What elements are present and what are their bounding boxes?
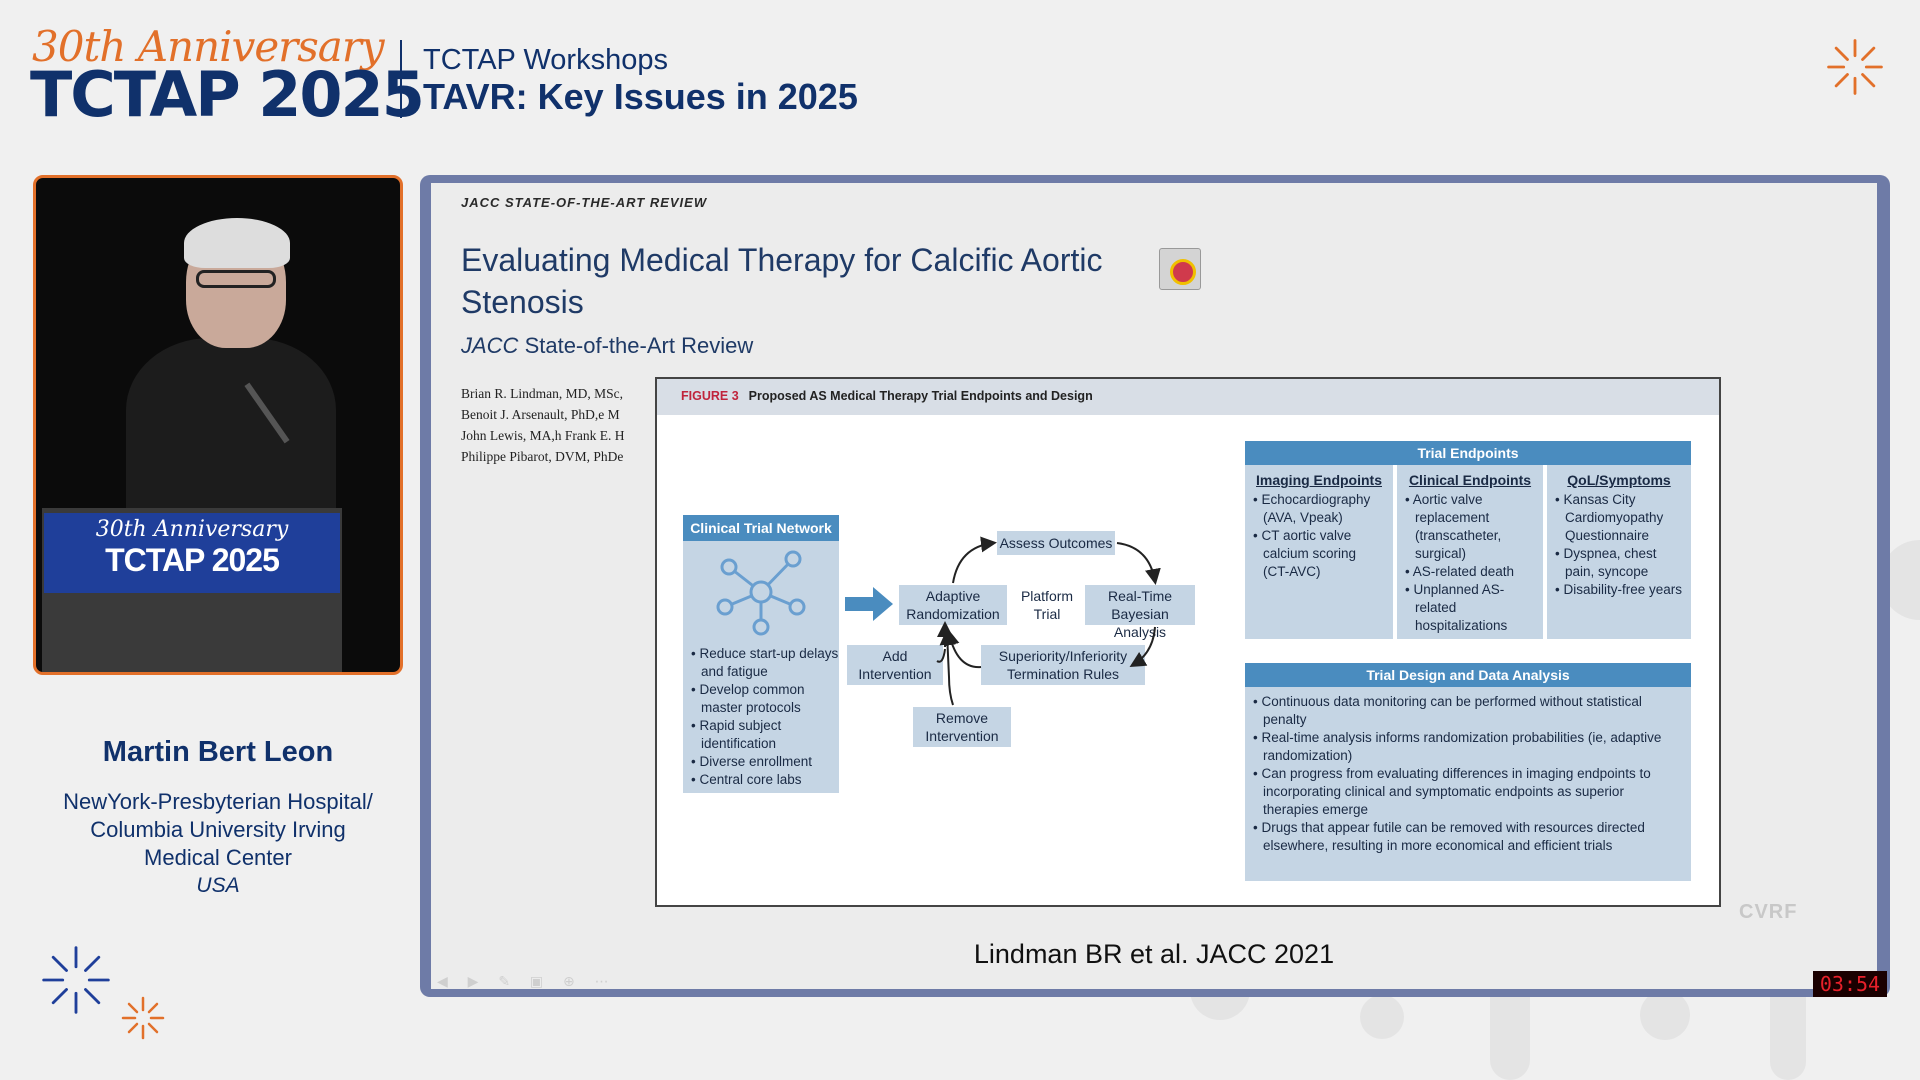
- speaker-name: Martin Bert Leon: [102, 736, 334, 768]
- session-title: TAVR: Key Issues in 2025: [423, 76, 858, 117]
- cvrf-watermark: CVRF: [1739, 901, 1798, 923]
- presentation-slide: JACC STATE-OF-THE-ART REVIEW Evaluating …: [431, 183, 1877, 989]
- presentation-timer: 03:54: [1813, 971, 1887, 997]
- figure-caption: Proposed AS Medical Therapy Trial Endpoi…: [748, 389, 1093, 403]
- list-item: • Can progress from evaluating differenc…: [1253, 766, 1651, 817]
- list-item: • Continuous data monitoring can be perf…: [1253, 694, 1642, 727]
- author-line: Benoit J. Arsenault, PhD,e M: [461, 407, 620, 422]
- column-heading: Imaging Endpoints: [1256, 472, 1382, 488]
- subtitle-journal: JACC: [461, 333, 519, 358]
- subtitle-rest: State-of-the-Art Review: [518, 333, 754, 358]
- endpoints-title: Trial Endpoints: [1245, 441, 1691, 465]
- list-item: • Disability-free years: [1555, 582, 1683, 597]
- list-item: • Real-time analysis informs randomizati…: [1253, 730, 1662, 763]
- list-item: • Drugs that appear futile can be remove…: [1253, 820, 1645, 853]
- session-type: TCTAP Workshops: [423, 44, 668, 76]
- podium-banner: 30th Anniversary TCTAP 2025: [44, 513, 340, 593]
- flow-arrows: [936, 536, 1161, 706]
- speaker-video: 30th Anniversary TCTAP 2025: [33, 175, 403, 675]
- design-title: Trial Design and Data Analysis: [1245, 663, 1691, 687]
- bg-decoration: [1640, 990, 1690, 1040]
- slide-title: Evaluating Medical Therapy for Calcific …: [461, 242, 1103, 320]
- column-heading: Clinical Endpoints: [1408, 472, 1532, 488]
- podium-event: TCTAP 2025: [105, 542, 280, 578]
- flow-add-intervention: Add Intervention: [847, 645, 943, 685]
- network-title: Clinical Trial Network: [683, 515, 839, 541]
- network-icon: [716, 550, 806, 636]
- figure-number: FIGURE 3: [681, 389, 739, 403]
- endpoint-column-clinical: Clinical Endpoints • Aortic valve replac…: [1397, 465, 1543, 639]
- citation: Lindman BR et al. JACC 2021: [973, 939, 1335, 969]
- arrow-right-icon: [845, 587, 893, 621]
- flow-realtime-analysis: Real-Time Bayesian Analysis: [1085, 585, 1195, 640]
- speaker-hair: [184, 218, 290, 268]
- list-item: • Echocardiography (AVA, Vpeak): [1253, 492, 1371, 525]
- flow-assess-outcomes: Assess Outcomes: [997, 531, 1115, 555]
- journal-kicker: JACC STATE-OF-THE-ART REVIEW: [461, 195, 708, 210]
- list-item: • Diverse enrollment: [691, 754, 813, 769]
- slide-controls[interactable]: ◀ ▶ ✎ ▣ ⊕ ⋯: [437, 973, 617, 989]
- author-line: Philippe Pibarot, DVM, PhDe: [461, 449, 624, 464]
- flow-adaptive-randomization: Adaptive Randomization: [899, 585, 1007, 625]
- affiliation-line: Columbia University Irving: [90, 817, 346, 842]
- design-box: • Continuous data monitoring can be perf…: [1245, 687, 1691, 881]
- list-item: • Central core labs: [691, 772, 802, 787]
- list-item: • Reduce start-up delays and fatigue: [691, 646, 839, 679]
- list-item: • Aortic valve replacement (transcathete…: [1405, 492, 1502, 561]
- author-list: Brian R. Lindman, MD, MSc, Benoit J. Ars…: [461, 383, 641, 467]
- speaker-glasses: [196, 270, 276, 288]
- list-item: • CT aortic valve calcium scoring (CT-AV…: [1253, 528, 1357, 579]
- event-logo: TCTAP 2025: [30, 58, 425, 131]
- affiliation-line: NewYork-Presbyterian Hospital/: [63, 789, 373, 814]
- list-item: • Unplanned AS-related hospitalizations: [1405, 582, 1508, 633]
- flow-remove-intervention: Remove Intervention: [913, 707, 1011, 747]
- network-box: • Reduce start-up delays and fatigue • D…: [683, 541, 839, 793]
- endpoint-column-qol: QoL/Symptoms • Kansas City Cardiomyopath…: [1547, 465, 1691, 639]
- network-list: • Reduce start-up delays and fatigue • D…: [691, 645, 839, 789]
- slide-subtitle: JACC State-of-the-Art Review: [461, 333, 753, 359]
- sparkle-icon: [1827, 39, 1883, 95]
- anniversary-logo-text: 30th Anniversary: [32, 22, 385, 71]
- endpoint-column-imaging: Imaging Endpoints • Echocardiography (AV…: [1245, 465, 1393, 639]
- podium-anniversary: 30th Anniversary: [95, 517, 289, 542]
- author-line: John Lewis, MA,h Frank E. H: [461, 428, 625, 443]
- sparkle-icon: [42, 946, 110, 1014]
- speaker-affiliation: NewYork-Presbyterian Hospital/ Columbia …: [33, 788, 403, 872]
- figure-header: FIGURE 3 Proposed AS Medical Therapy Tria…: [657, 379, 1719, 415]
- list-item: • Develop common master protocols: [691, 682, 805, 715]
- list-item: • Rapid subject identification: [691, 718, 782, 751]
- list-item: • Kansas City Cardiomyopathy Questionnai…: [1555, 492, 1664, 543]
- column-heading: QoL/Symptoms: [1567, 472, 1671, 488]
- affiliation-line: Medical Center: [144, 845, 292, 870]
- list-item: • Dyspnea, chest pain, syncope: [1555, 546, 1657, 579]
- flow-platform-trial: Platform Trial: [1020, 588, 1074, 622]
- flow-superiority-rules: Superiority/Inferiority Termination Rule…: [981, 645, 1145, 685]
- figure-panel: FIGURE 3 Proposed AS Medical Therapy Tria…: [655, 377, 1721, 907]
- list-item: • AS-related death: [1405, 564, 1515, 579]
- speaker-country: USA: [196, 874, 240, 897]
- speaker-body: [126, 338, 336, 518]
- header-divider: [400, 40, 402, 118]
- bg-decoration: [1360, 995, 1404, 1039]
- author-line: Brian R. Lindman, MD, MSc,: [461, 386, 623, 401]
- bookmark-icon: [1159, 248, 1201, 290]
- sparkle-icon: [121, 996, 165, 1040]
